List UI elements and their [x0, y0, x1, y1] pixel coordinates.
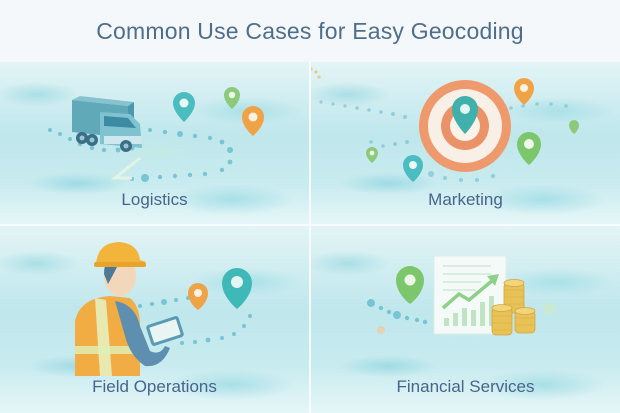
panel-logistics: Logistics	[0, 62, 309, 224]
use-case-label: Logistics	[121, 190, 188, 209]
field-worker-icon	[75, 242, 184, 376]
logistics-illustration	[48, 87, 264, 182]
panel-financial-services: Financial Services	[311, 226, 620, 413]
dotted-route-icon	[138, 296, 252, 345]
panel-field-operations: Field Operations	[0, 226, 309, 413]
map-pin-orange-icon	[188, 283, 208, 310]
panel-marketing: Marketing	[311, 62, 620, 224]
dotted-route-icon	[367, 299, 428, 325]
coin-stacks-icon	[491, 279, 536, 336]
map-pin-small-green-icon	[366, 147, 378, 163]
marketing-illustration	[311, 67, 579, 182]
map-pin-teal-icon	[222, 268, 252, 309]
map-pin-teal-small-icon	[403, 155, 423, 182]
tablet-icon	[146, 316, 184, 346]
use-case-grid: Logistics	[0, 62, 620, 413]
map-pin-orange-icon	[514, 78, 534, 105]
map-pin-teal-icon	[173, 92, 195, 122]
dotted-route-icon	[319, 100, 568, 182]
map-pin-green-icon	[224, 87, 240, 109]
map-pin-green-icon	[396, 266, 424, 304]
map-pin-green-icon	[517, 132, 541, 165]
field-operations-illustration	[75, 242, 252, 376]
financial-services-illustration	[367, 255, 555, 336]
use-case-label: Financial Services	[396, 377, 535, 396]
use-case-label: Field Operations	[92, 377, 217, 396]
map-pin-teal-icon	[452, 96, 478, 134]
truck-icon	[72, 96, 142, 152]
page-title: Common Use Cases for Easy Geocoding	[96, 18, 524, 44]
use-case-label: Marketing	[428, 190, 503, 209]
map-pin-orange-icon	[242, 106, 264, 136]
map-pin-small-green-icon	[569, 120, 579, 134]
